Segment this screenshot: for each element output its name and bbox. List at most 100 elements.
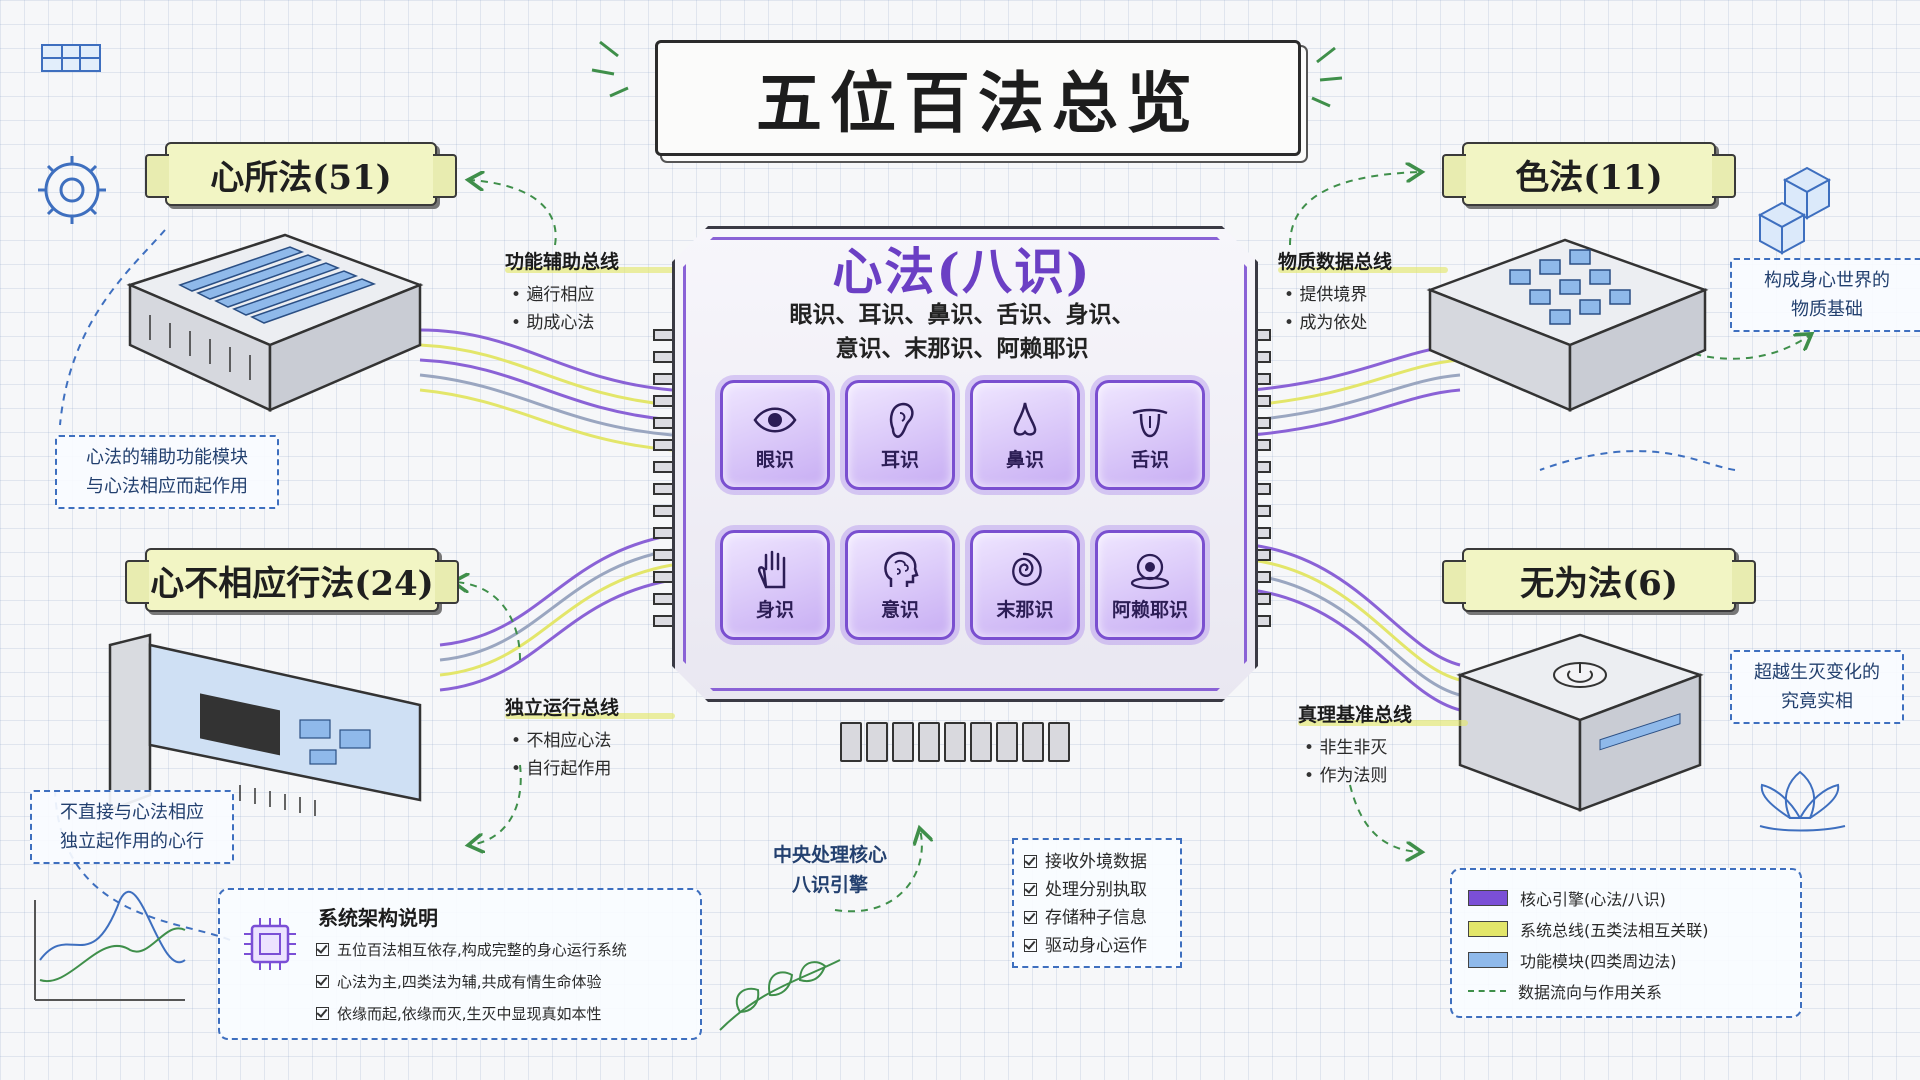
checkbox-icon (316, 975, 329, 988)
cell-label: 意识 (880, 598, 919, 621)
cell-label: 身识 (755, 598, 794, 621)
bus-functional-item: 助成心法 (511, 309, 675, 337)
legend-swatch-yellow (1468, 920, 1508, 937)
core-chip-subtitle-line: 眼识、耳识、鼻识、舌识、身识、 (789, 302, 1135, 328)
legend-item-flow: 数据流向与作用关系 (1468, 975, 1784, 1006)
page-title: 五位百法总览 (756, 64, 1200, 142)
note-xinsuo: 心法的辅助功能模块 与心法相应而起作用 (55, 435, 279, 509)
cpu-note-line: 中央处理核心 (772, 844, 887, 866)
cell-alaya[interactable]: 阿赖耶识 (1095, 530, 1205, 640)
bus-material-item: 成为依处 (1284, 309, 1448, 337)
note-buxiangying-line: 独立起作用的心行 (60, 831, 204, 852)
legend-item-module: 功能模块(四类周边法) (1468, 944, 1784, 975)
function-item: 接收外境数据 (1024, 848, 1170, 876)
function-item-label: 存储种子信息 (1045, 908, 1147, 928)
legend-item-core: 核心引擎(心法/八识) (1468, 882, 1784, 913)
note-wuwei: 超越生灭变化的 究竟实相 (1730, 650, 1904, 724)
banner-wuwei-label: 无为法(6) (1520, 563, 1678, 604)
note-buxiangying-line: 不直接与心法相应 (60, 802, 204, 823)
note-wuwei-line: 超越生灭变化的 (1754, 662, 1880, 683)
function-item: 存储种子信息 (1024, 904, 1170, 932)
system-notes-box (218, 888, 702, 1040)
core-chip-title: 心法(八识) (832, 242, 1092, 301)
bus-functional: 功能辅助总线 遍行相应 助成心法 (505, 247, 675, 337)
cell-manas[interactable]: 末那识 (970, 530, 1080, 640)
note-se: 构成身心世界的 物质基础 (1730, 258, 1920, 332)
module-buxiangying (90, 625, 440, 825)
ear-icon (889, 402, 914, 438)
banner-xinsuo: 心所法(51) (145, 142, 457, 206)
function-checklist: 接收外境数据 处理分别执取 存储种子信息 驱动身心运作 (1012, 838, 1182, 968)
cell-mind[interactable]: 意识 (845, 530, 955, 640)
cell-nose[interactable]: 鼻识 (970, 380, 1080, 490)
legend-label: 核心引擎(心法/八识) (1520, 889, 1666, 909)
nose-icon (1013, 402, 1037, 436)
memory-board-icon (126, 233, 424, 412)
cell-tongue[interactable]: 舌识 (1095, 380, 1205, 490)
note-wuwei-line: 究竟实相 (1781, 691, 1853, 712)
legend-label: 功能模块(四类周边法) (1520, 951, 1677, 971)
hand-icon (757, 550, 786, 588)
function-item-label: 驱动身心运作 (1045, 936, 1147, 956)
bus-material-title: 物质数据总线 (1278, 247, 1448, 273)
banner-se-label: 色法(11) (1515, 157, 1663, 198)
system-note-item: 五位百法相互依存,构成完整的身心运行系统 (316, 934, 696, 966)
bus-truth: 真理基准总线 非生非灭 作为法则 (1298, 700, 1468, 790)
system-note-label: 五位百法相互依存,构成完整的身心运行系统 (337, 941, 627, 959)
bus-functional-item: 遍行相应 (511, 281, 675, 309)
function-item-label: 接收外境数据 (1045, 852, 1147, 872)
tongue-icon (1132, 408, 1168, 437)
system-note-label: 心法为主,四类法为辅,共成有情生命体验 (337, 973, 602, 991)
function-item: 驱动身心运作 (1024, 932, 1170, 960)
legend-swatch-purple (1468, 889, 1508, 906)
bus-independent-title: 独立运行总线 (505, 693, 675, 719)
module-wuwei (1430, 615, 1730, 815)
note-xinsuo-line: 心法的辅助功能模块 (86, 447, 248, 468)
core-chip-subtitle: 眼识、耳识、鼻识、舌识、身识、 意识、末那识、阿赖耶识 (700, 298, 1224, 366)
cell-eye[interactable]: 眼识 (720, 380, 830, 490)
system-note-item: 依缘而起,依缘而灭,生灭中显现真如本性 (316, 998, 696, 1030)
legend-label: 数据流向与作用关系 (1518, 982, 1663, 1002)
module-xinsuo (110, 215, 430, 415)
system-notes-list: 五位百法相互依存,构成完整的身心运行系统 心法为主,四类法为辅,共成有情生命体验… (316, 934, 696, 1030)
core-chip-pins (840, 722, 1080, 762)
checkbox-icon (1024, 883, 1037, 896)
function-item-label: 处理分别执取 (1045, 880, 1147, 900)
checkbox-icon (1024, 911, 1037, 924)
bus-functional-title: 功能辅助总线 (505, 247, 675, 273)
checkbox-icon (316, 943, 329, 956)
checkbox-icon (1024, 939, 1037, 952)
banner-xinsuo-label: 心所法(51) (210, 157, 392, 198)
cpu-note: 中央处理核心 八识引擎 (740, 840, 920, 900)
power-module-icon (1456, 633, 1704, 812)
seed-store-icon (1130, 553, 1170, 589)
function-item: 处理分别执取 (1024, 876, 1170, 904)
title-frame: 五位百法总览 (655, 40, 1301, 156)
cell-label: 末那识 (996, 598, 1054, 621)
legend-item-bus: 系统总线(五类法相互关联) (1468, 913, 1784, 944)
legend-swatch-blue (1468, 951, 1508, 968)
note-se-line: 物质基础 (1791, 299, 1863, 320)
bus-material-item: 提供境界 (1284, 281, 1448, 309)
cell-label: 舌识 (1130, 448, 1169, 471)
banner-wuwei: 无为法(6) (1442, 548, 1756, 612)
bus-independent-item: 不相应心法 (511, 727, 675, 755)
legend: 核心引擎(心法/八识) 系统总线(五类法相互关联) 功能模块(四类周边法) 数据… (1450, 868, 1802, 1018)
banner-buxiangying-label: 心不相应行法(24) (150, 563, 434, 604)
banner-buxiangying: 心不相应行法(24) (125, 548, 459, 612)
cell-label: 耳识 (880, 448, 919, 471)
cpu-chip-icon (244, 918, 296, 970)
bus-material: 物质数据总线 提供境界 成为依处 (1278, 247, 1448, 337)
system-notes-title: 系统架构说明 (318, 906, 438, 930)
expansion-card-icon (108, 633, 422, 816)
cell-ear[interactable]: 耳识 (845, 380, 955, 490)
note-xinsuo-line: 与心法相应而起作用 (86, 476, 248, 497)
note-buxiangying: 不直接与心法相应 独立起作用的心行 (30, 790, 234, 864)
cpu-icon (238, 912, 302, 976)
spiral-icon (1012, 552, 1042, 586)
brain-head-icon (884, 551, 919, 587)
bus-truth-item: 作为法则 (1304, 762, 1468, 790)
cpu-note-line: 八识引擎 (791, 874, 868, 896)
bus-truth-title: 真理基准总线 (1298, 700, 1468, 726)
cell-body[interactable]: 身识 (720, 530, 830, 640)
